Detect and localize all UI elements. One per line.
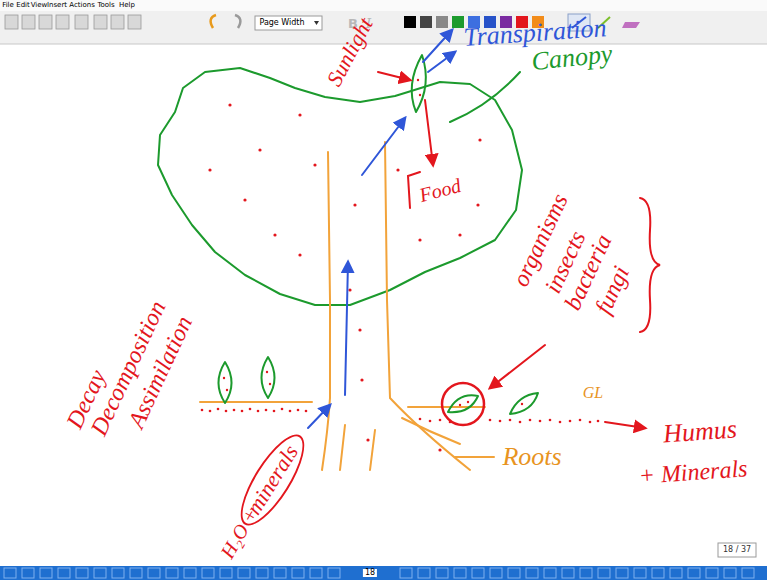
ground-level-label: GL: [583, 385, 603, 401]
menu-item: Tools: [97, 2, 114, 9]
food-label: Food: [417, 175, 463, 205]
toolbar: B I: [0, 0, 767, 44]
page-counter: 18 / 37: [723, 546, 751, 554]
status-bar: [0, 566, 767, 580]
menu-item: View: [31, 2, 48, 9]
menu-item: Actions: [69, 2, 95, 9]
arrows: [308, 30, 660, 428]
menu-item: Help: [119, 2, 135, 9]
canopy-outline: [158, 68, 522, 305]
menu-item: Edit: [16, 2, 30, 9]
menu-item: File: [2, 2, 14, 9]
water-label: H₂O +: [217, 504, 261, 561]
node-text: minerals: [242, 442, 301, 519]
canopy-label: Canopy: [530, 41, 613, 75]
roots-label: Roots: [502, 444, 561, 470]
humus-label: Humus: [662, 416, 737, 447]
dots: [208, 103, 481, 451]
humus-label: + Minerals: [638, 456, 748, 488]
leaves: [219, 55, 539, 414]
humus-dots: [201, 408, 600, 424]
zoom-select: Page Width: [259, 19, 304, 27]
highlight-circle: [442, 383, 484, 425]
leaf-dots: [223, 79, 523, 406]
trunk: [200, 142, 494, 470]
page-number: 18: [363, 569, 377, 577]
menu-item: Insert: [47, 2, 67, 9]
sunlight-label: Sunlight: [323, 14, 377, 89]
page-counter-box: [718, 543, 756, 557]
